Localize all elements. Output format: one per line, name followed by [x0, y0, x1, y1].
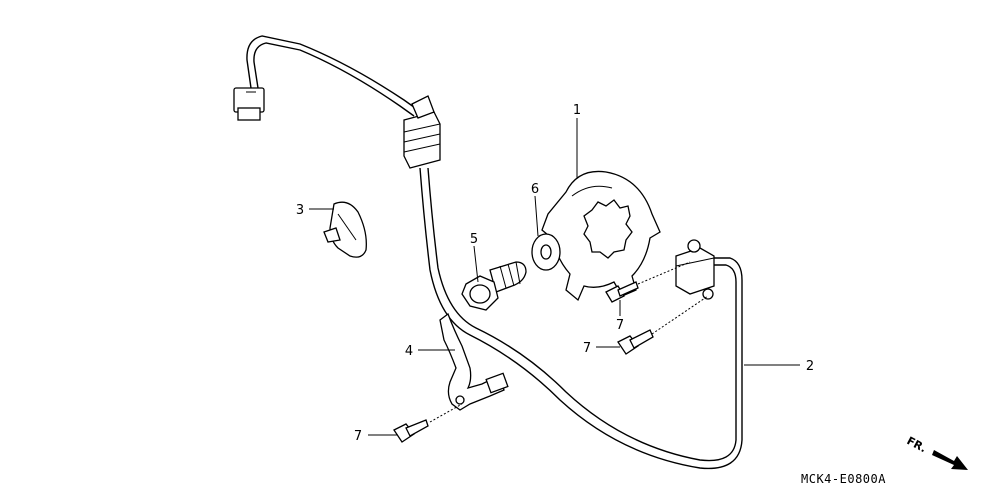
leader-lines — [309, 118, 800, 436]
diagram-code: MCK4-E0800A — [801, 472, 886, 486]
front-arrow-icon — [932, 450, 968, 470]
cover — [323, 201, 367, 258]
callout-7b: 7 — [583, 341, 591, 356]
front-direction-marker: FR. — [905, 434, 968, 470]
callout-5: 5 — [470, 232, 478, 247]
screw — [617, 329, 654, 355]
screw — [393, 419, 429, 443]
callout-7a: 7 — [616, 318, 624, 333]
washer — [531, 233, 561, 271]
pulser-rotor — [541, 170, 661, 302]
front-label: FR. — [905, 434, 929, 455]
callout-6: 6 — [531, 182, 539, 197]
screw — [605, 281, 639, 303]
callout-1: 1 — [573, 103, 581, 118]
callout-2: 2 — [806, 359, 814, 374]
pulse-generator-harness — [233, 35, 743, 470]
callout-7c: 7 — [354, 429, 362, 444]
flange-bolt — [461, 261, 527, 311]
callout-4: 4 — [405, 344, 413, 359]
callout-3: 3 — [296, 203, 304, 218]
stay-bracket — [439, 312, 509, 411]
